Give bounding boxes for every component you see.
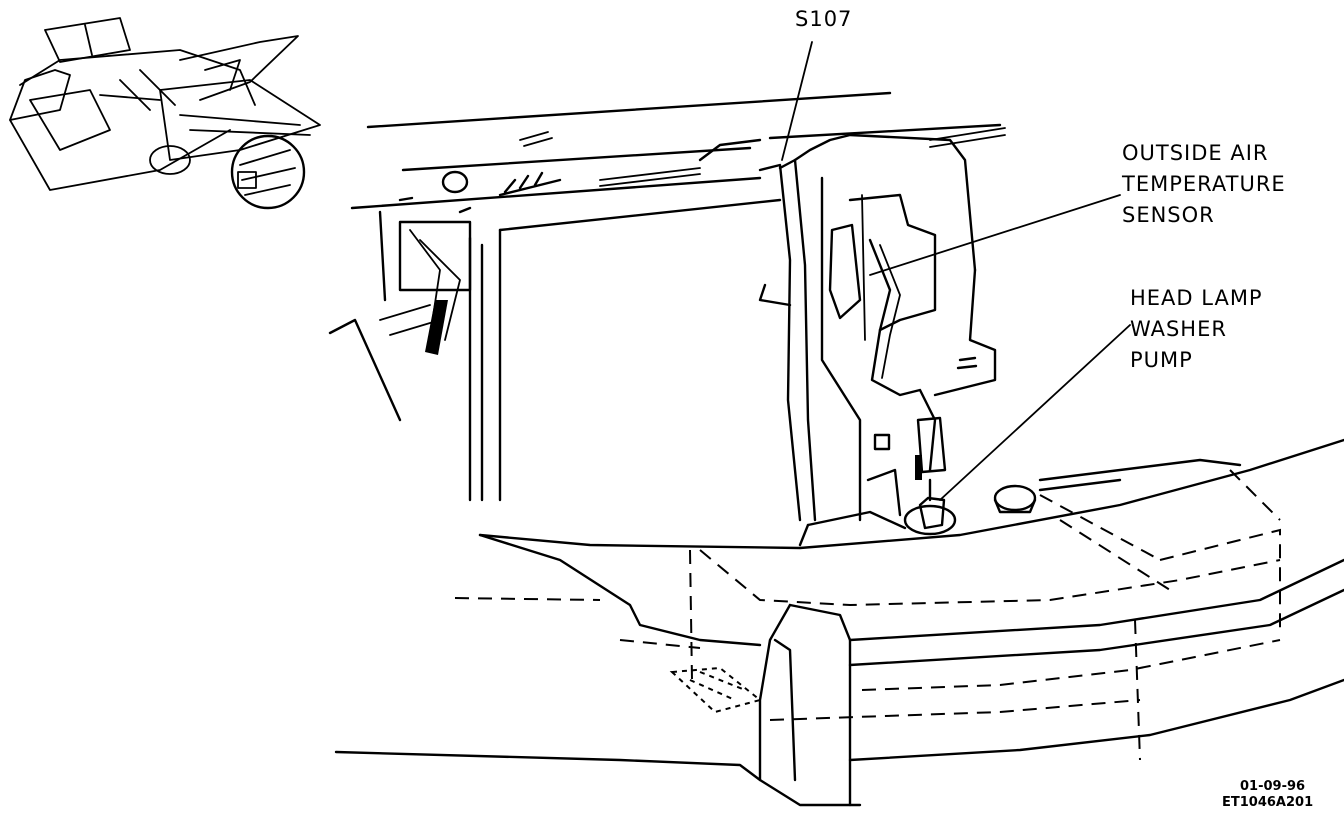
washer-pump-label-line1: HEAD LAMP	[1130, 286, 1263, 310]
figure-date-code: 01-09-96	[1240, 779, 1305, 794]
front-bumper	[334, 438, 1344, 807]
oat-sensor-label-line2: TEMPERATURE	[1121, 172, 1286, 196]
leader-lines	[781, 41, 1131, 501]
washer-pump-label-line3: PUMP	[1130, 348, 1193, 372]
splice-s107-label: S107	[795, 7, 852, 31]
radiator-support-left	[328, 196, 782, 502]
vehicle-overview-inset	[9, 17, 321, 210]
washer-pump-label-line2: WASHER	[1130, 317, 1227, 341]
hood-edge	[350, 91, 1006, 210]
radiator-support-center	[758, 133, 997, 522]
oat-sensor-label-line1: OUTSIDE AIR	[1122, 141, 1269, 165]
oat-sensor-label-line3: SENSOR	[1122, 203, 1215, 227]
hidden-structure-lines	[454, 469, 1281, 761]
figure-id-code: ET1046A201	[1222, 795, 1313, 810]
washer-pump-assembly	[798, 484, 1037, 547]
